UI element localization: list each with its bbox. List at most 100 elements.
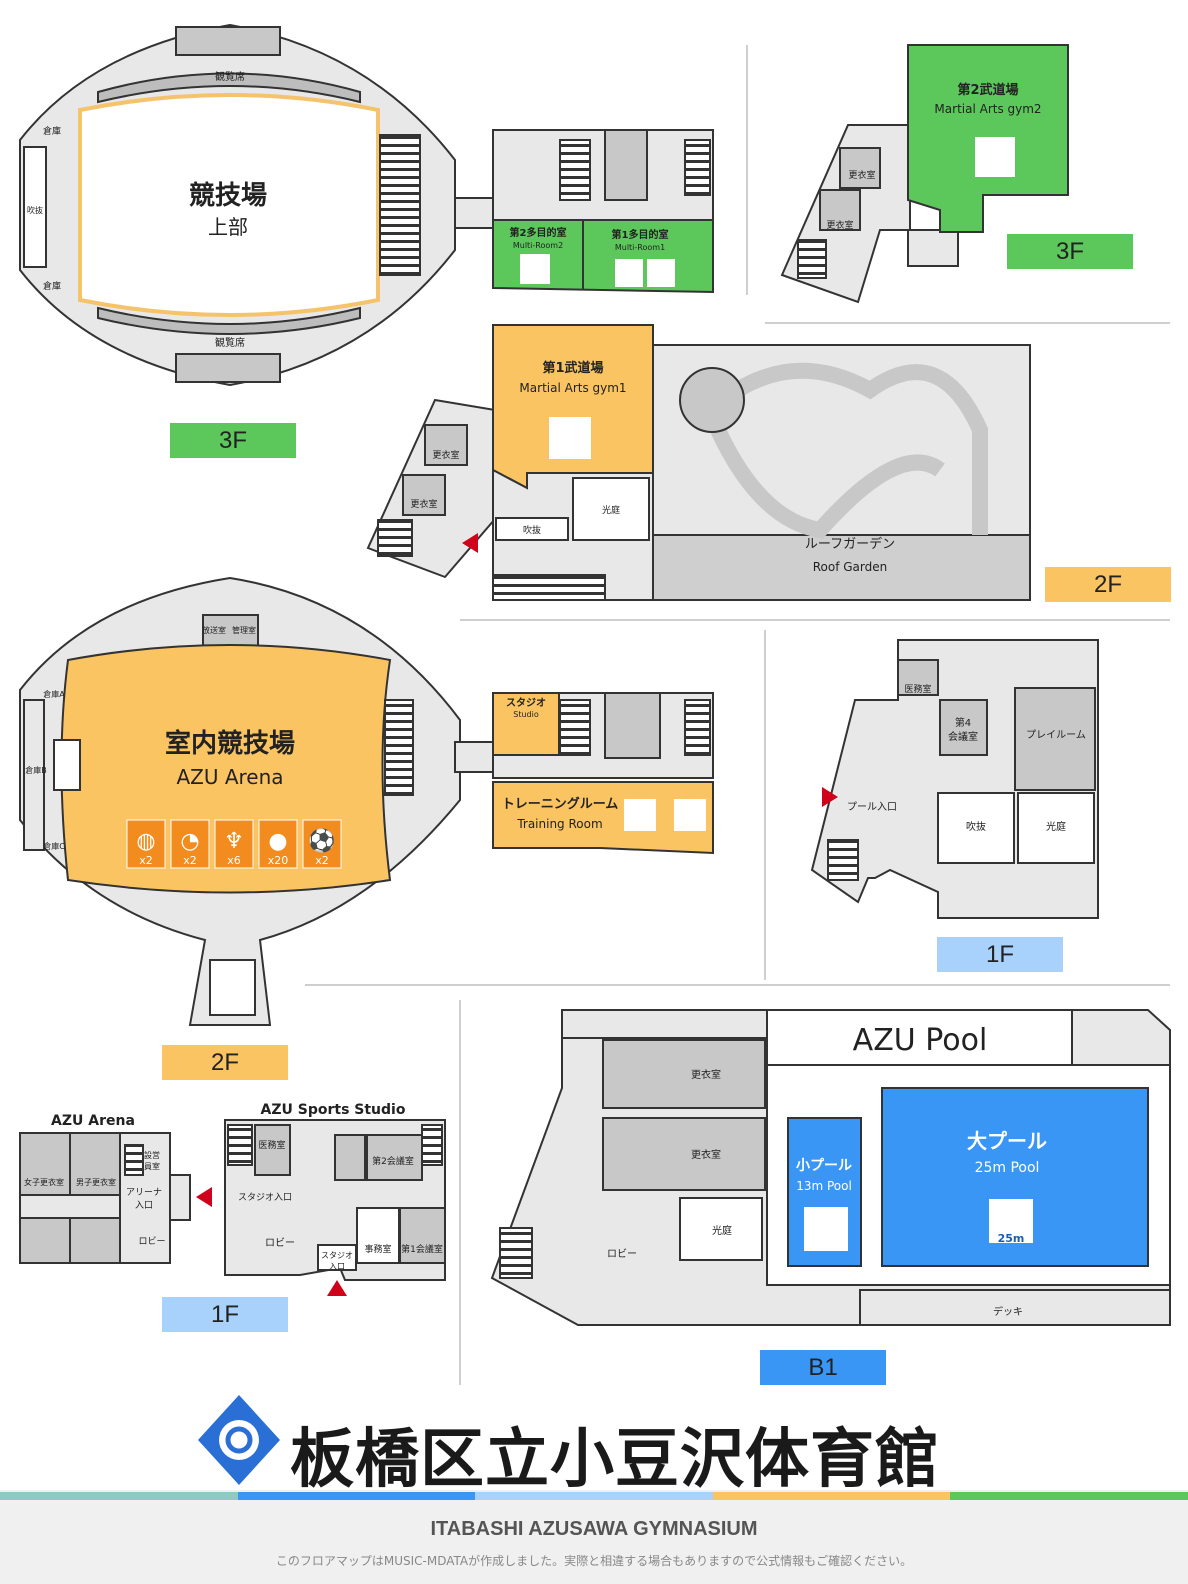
gym1-locker1: 更衣室 xyxy=(432,449,459,461)
roof-garden-jp: ルーフガーデン xyxy=(805,536,895,552)
multi-room2-en: Multi-Room2 xyxy=(513,241,563,250)
pool-conf4b: 会議室 xyxy=(948,730,978,743)
roof-garden-en: Roof Garden xyxy=(813,560,888,574)
basketball-icon-glyph: ◍ xyxy=(136,829,155,854)
pool-court: 光庭 xyxy=(1046,820,1066,833)
pool-entrance-arrow xyxy=(822,787,838,807)
pool-entrance: プール入口 xyxy=(847,801,897,813)
stripe-3 xyxy=(475,1492,713,1500)
storage-top-label: 倉庫 xyxy=(43,125,61,137)
multi-room1-en: Multi-Room1 xyxy=(615,243,665,252)
soccer-icon xyxy=(302,819,342,869)
pool-b1 xyxy=(490,1009,1171,1326)
studio-medical: 医務室 xyxy=(258,1139,285,1151)
studio-office: 事務室 xyxy=(364,1243,391,1255)
arena-1f xyxy=(19,1132,191,1264)
arena-1f-title: AZU Arena xyxy=(51,1113,135,1129)
arena-2f-title: 室内競技場 xyxy=(165,728,295,759)
studio-2f-en: Studio xyxy=(513,710,539,719)
stripe-4 xyxy=(712,1492,951,1500)
table-tennis-icon-glyph: ● xyxy=(268,829,287,854)
small-pool-en: 13m Pool xyxy=(796,1179,852,1193)
pool-medical: 医務室 xyxy=(904,683,931,695)
studio-ent-2: 入口 xyxy=(329,1262,345,1271)
floor-map: 競技場 上部 観覧席 観覧席 倉庫 倉庫 吹抜 第2多目的室 Multi-Roo… xyxy=(19,23,1171,1485)
arena-2f-subtitle: AZU Arena xyxy=(176,765,283,789)
arena-2f xyxy=(19,576,496,1026)
studio-2f-jp: スタジオ xyxy=(506,697,546,709)
floor-label-3f-arena: 3F xyxy=(170,423,296,458)
big-pool-jp: 大プール xyxy=(967,1129,1047,1153)
gym2-jp: 第2武道場 xyxy=(957,82,1018,98)
sports-icons: ◍x2◔x2♆x6●x20⚽x2 xyxy=(126,819,342,869)
floor-label-1f-pool: 1F xyxy=(937,937,1063,972)
gym2-locker2: 更衣室 xyxy=(826,219,853,231)
gym1-court: 光庭 xyxy=(602,504,620,516)
pool-b1-title: AZU Pool xyxy=(853,1023,988,1058)
men-locker: 男子更衣室 xyxy=(76,1177,116,1187)
footer xyxy=(0,1490,1188,1584)
gym1-2f xyxy=(366,324,1031,601)
entrance-arrow-2f xyxy=(462,533,478,553)
studio-ent-1: スタジオ xyxy=(321,1251,353,1260)
storage-bottom-label: 倉庫 xyxy=(43,280,61,292)
storage-b: 倉庫B xyxy=(25,765,47,775)
basketball-icon xyxy=(126,819,166,869)
stripe-2 xyxy=(237,1492,476,1500)
storage-c: 倉庫C xyxy=(43,841,65,851)
volleyball-icon-glyph: ◔ xyxy=(180,829,199,854)
gym2-3f xyxy=(780,44,1069,304)
floor-label-2f-arena: 2F xyxy=(162,1045,288,1080)
studio-entrance: スタジオ入口 xyxy=(238,1192,292,1203)
big-pool-en: 25m Pool xyxy=(975,1160,1040,1176)
management-room: 管理室 xyxy=(232,625,256,635)
multi-room2-jp: 第2多目的室 xyxy=(510,226,567,239)
b1-locker2: 更衣室 xyxy=(691,1148,721,1161)
pool-void: 吹抜 xyxy=(966,820,986,833)
seats-top-label: 観覧席 xyxy=(215,70,245,83)
play-room: プレイルーム xyxy=(1026,729,1086,741)
floor-label-1f-studio: 1F xyxy=(162,1297,288,1332)
stripe-5 xyxy=(950,1492,1188,1500)
gym2-en: Martial Arts gym2 xyxy=(934,102,1041,116)
sport-count: x20 xyxy=(268,854,289,867)
studio-lobby: ロビー xyxy=(265,1237,295,1249)
gymnasium-title: 板橋区立小豆沢体育館 xyxy=(290,1423,940,1497)
equip-room-1: 設営 xyxy=(144,1150,160,1160)
arena-3f-subtitle: 上部 xyxy=(208,215,248,239)
badminton-icon-glyph: ♆ xyxy=(224,829,244,854)
separators xyxy=(305,45,1170,1385)
seats-bottom-label: 観覧席 xyxy=(215,336,245,349)
b1-deck: デッキ xyxy=(993,1305,1023,1318)
studio-conf2: 第2会議室 xyxy=(372,1155,414,1167)
studio-training-2f xyxy=(492,692,714,855)
sport-count: x2 xyxy=(315,854,329,867)
gym1-void: 吹抜 xyxy=(523,524,541,536)
sport-count: x2 xyxy=(139,854,153,867)
multi-room1-jp: 第1多目的室 xyxy=(612,228,669,241)
disclaimer-note: このフロアマップはMUSIC-MDATAが作成しました。実際と相違する場合もあり… xyxy=(275,1554,913,1568)
b1-locker1: 更衣室 xyxy=(691,1068,721,1081)
training-en: Training Room xyxy=(516,817,602,831)
floor-label-b1: B1 xyxy=(760,1350,886,1385)
big-pool-badge: 25m xyxy=(998,1232,1025,1245)
storage-a: 倉庫A xyxy=(43,689,65,699)
floor-label-3f-gym2: 3F xyxy=(1007,234,1133,269)
arena-entrance-2: 入口 xyxy=(135,1200,153,1211)
women-locker: 女子更衣室 xyxy=(24,1177,64,1187)
studio-1f-title: AZU Sports Studio xyxy=(261,1102,406,1118)
studio-1f xyxy=(224,1119,446,1281)
pool-conf4a: 第4 xyxy=(955,716,971,729)
gymnasium-english-name: ITABASHI AZUSAWA GYMNASIUM xyxy=(430,1518,758,1540)
equip-room-2: 員室 xyxy=(144,1161,160,1171)
arena-entrance-1: アリーナ xyxy=(126,1187,162,1198)
arena-3f xyxy=(19,23,496,387)
arena-1f-lobby: ロビー xyxy=(138,1236,165,1247)
pool-1f xyxy=(810,639,1099,919)
small-pool-jp: 小プール xyxy=(796,1158,852,1174)
studio-1f-entrance-arrow xyxy=(327,1280,347,1296)
sport-count: x2 xyxy=(183,854,197,867)
arena-3f-title: 競技場 xyxy=(189,180,267,211)
badminton-icon xyxy=(214,819,254,869)
volleyball-icon xyxy=(170,819,210,869)
